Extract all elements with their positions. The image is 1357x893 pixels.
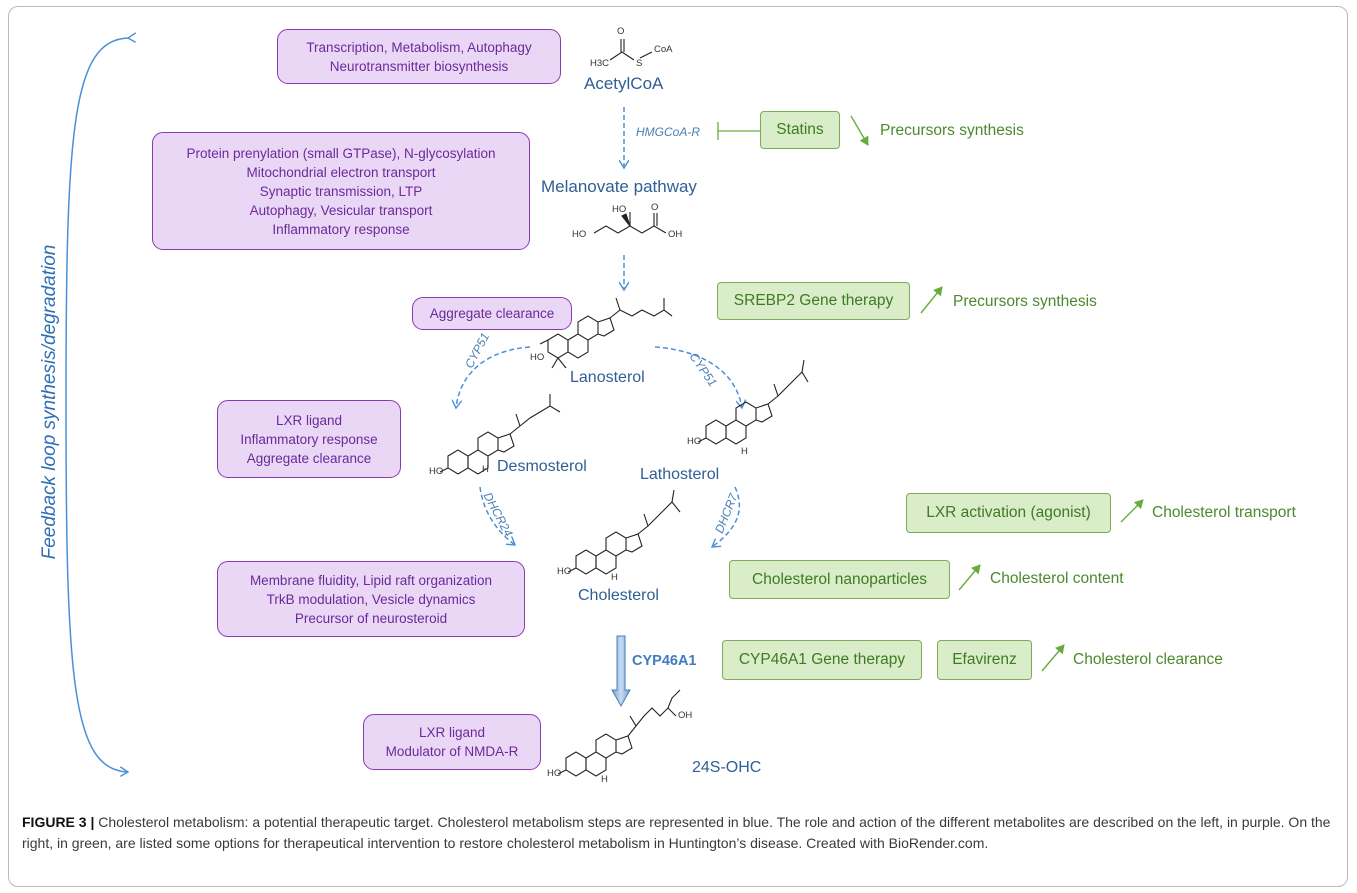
statins-effect-arrow	[850, 115, 869, 146]
atom-ho-top: HO	[612, 204, 627, 215]
role-line: Neurotransmitter biosynthesis	[329, 58, 509, 74]
atom-o-acid: O	[651, 202, 659, 213]
enzyme-hmgcoa-r: HMGCoA-R	[636, 125, 701, 139]
role-box-24s-ohc: LXR ligand Modulator of NMDA-R	[363, 714, 541, 770]
atom-h3c: H3C	[590, 58, 610, 69]
metabolite-cholesterol: Cholesterol	[578, 587, 659, 604]
caption-label: FIGURE 3 |	[22, 814, 95, 830]
melanovate-structure	[593, 212, 667, 234]
role-line: Inflammatory response	[272, 221, 410, 237]
lxr-effect: Cholesterol transport	[1152, 504, 1296, 521]
role-line: LXR ligand	[418, 725, 486, 740]
arrow-lathosterol-cholesterol	[712, 486, 741, 547]
metabolite-desmosterol: Desmosterol	[497, 458, 587, 475]
acetylcoa-structure	[609, 39, 653, 61]
role-box-lanosterol: Aggregate clearance	[412, 297, 572, 330]
atom-ho-lanosterol: HO	[530, 352, 545, 363]
role-line: Precursor of neurosteroid	[294, 610, 448, 626]
lxr-effect-arrow	[1120, 499, 1144, 523]
role-line: Transcription, Metabolism, Autophagy	[306, 39, 532, 55]
role-line: Protein prenylation (small GTPase), N-gl…	[186, 145, 496, 161]
arrow-lanosterol-desmosterol	[456, 346, 531, 408]
statins-effect: Precursors synthesis	[880, 122, 1024, 139]
cholesterol-structure	[567, 489, 681, 575]
role-line: Membrane fluidity, Lipid raft organizati…	[249, 572, 493, 588]
role-line: Synaptic transmission, LTP	[259, 183, 423, 199]
metabolite-acetylcoa: AcetylCoA	[584, 74, 664, 93]
srebp2-effect-arrow	[920, 286, 943, 314]
nanoparticles-effect: Cholesterol content	[990, 570, 1124, 587]
feedback-loop-text: Feedback loop synthesis/degradation	[39, 244, 60, 560]
atom-ho-lathosterol: HO	[687, 436, 702, 447]
atom-s: S	[636, 58, 643, 69]
atom-h-cholesterol: H	[611, 572, 618, 583]
metabolite-melanovate: Melanovate pathway	[541, 177, 697, 196]
role-line: Autophagy, Vesicular transport	[249, 202, 433, 218]
role-box-acetylcoa: Transcription, Metabolism, Autophagy Neu…	[277, 29, 561, 84]
enzyme-cyp46a1: CYP46A1	[632, 653, 697, 669]
clearance-effect: Cholesterol clearance	[1073, 651, 1223, 668]
atom-ho-left: HO	[572, 229, 587, 240]
role-line: Aggregate clearance	[429, 306, 555, 321]
role-box-melanovate: Protein prenylation (small GTPase), N-gl…	[152, 132, 530, 250]
figure-frame	[8, 6, 1348, 887]
role-line: Mitochondrial electron transport	[246, 164, 436, 180]
role-box-cholesterol: Membrane fluidity, Lipid raft organizati…	[217, 561, 525, 637]
desmosterol-structure	[439, 394, 561, 475]
feedback-bracket	[65, 38, 128, 772]
atom-ho-desmosterol: HO	[429, 466, 444, 477]
atom-ho-cholesterol: HO	[557, 566, 572, 577]
therapy-statins: Statins	[760, 111, 840, 149]
atom-h-desmosterol: H	[482, 464, 489, 475]
atom-o: O	[617, 26, 625, 37]
atom-h-lathosterol: H	[741, 446, 748, 457]
atom-ho-ohc: HO	[547, 768, 562, 779]
atom-h-ohc: H	[601, 774, 608, 785]
role-line: Modulator of NMDA-R	[385, 744, 519, 759]
role-box-desmosterol: LXR ligand Inflammatory response Aggrega…	[217, 400, 401, 478]
atom-oh-acid: OH	[668, 229, 683, 240]
therapy-nanoparticles: Cholesterol nanoparticles	[729, 560, 950, 599]
arrow-desmosterol-cholesterol	[479, 486, 515, 545]
figure-caption: FIGURE 3 | Cholesterol metabolism: a pot…	[22, 812, 1332, 854]
therapy-lxr-activation: LXR activation (agonist)	[906, 493, 1111, 533]
lathosterol-structure	[697, 359, 809, 445]
therapy-cyp46a1-gene: CYP46A1 Gene therapy	[722, 640, 922, 680]
caption-text: Cholesterol metabolism: a potential ther…	[22, 814, 1331, 851]
srebp2-effect: Precursors synthesis	[953, 293, 1097, 310]
ohc-structure	[557, 689, 681, 777]
metabolite-24s-ohc: 24S-OHC	[692, 759, 762, 776]
metabolite-lanosterol: Lanosterol	[570, 369, 645, 386]
metabolite-lathosterol: Lathosterol	[640, 466, 720, 483]
therapy-efavirenz: Efavirenz	[937, 640, 1032, 680]
role-line: LXR ligand	[275, 412, 343, 428]
cyp46a1-arrow	[611, 635, 631, 708]
role-line: Inflammatory response	[240, 431, 378, 447]
role-line: Aggregate clearance	[246, 450, 372, 466]
nanoparticles-effect-arrow	[958, 564, 981, 591]
atom-oh-ohc: OH	[678, 710, 693, 721]
therapy-srebp2: SREBP2 Gene therapy	[717, 282, 910, 320]
role-line: TrkB modulation, Vesicle dynamics	[266, 591, 476, 607]
lanosterol-structure	[539, 297, 673, 369]
atom-coa: CoA	[654, 44, 673, 55]
clearance-effect-arrow	[1041, 644, 1065, 672]
